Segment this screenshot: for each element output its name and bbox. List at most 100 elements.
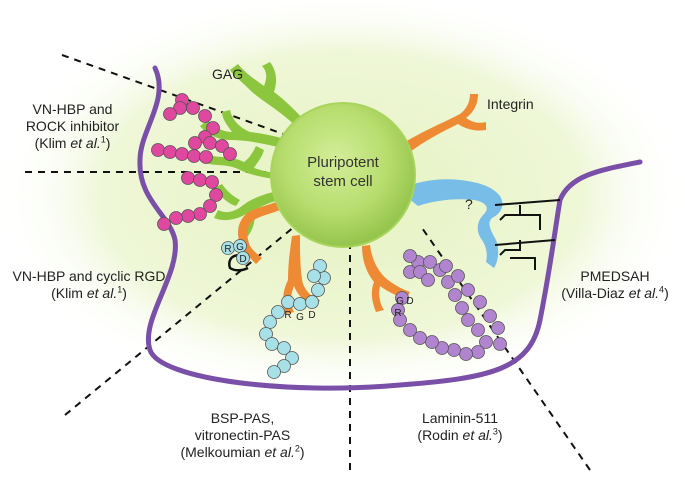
rgd-bead: [263, 315, 277, 329]
rgd-letter: G: [296, 312, 304, 323]
rgd-letter: R: [224, 244, 231, 255]
vn-hbp-bead: [193, 173, 207, 187]
laminin-bead: [413, 331, 427, 345]
cell-label-line1: Pluripotent: [307, 154, 379, 171]
vn-hbp-bead: [181, 171, 195, 185]
laminin-bead: [493, 337, 507, 351]
laminin-bead: [471, 345, 485, 359]
laminin-cite: (Rodin et al.3): [417, 426, 503, 443]
rgd-bead: [305, 295, 319, 309]
laminin-bead: [471, 323, 485, 337]
question-mark-label: ?: [465, 196, 473, 212]
bsp-line1: BSP-PAS,: [210, 410, 275, 426]
rgd-bead: [307, 269, 321, 283]
vn-hbp-bead: [206, 121, 220, 135]
vn-hbp-bead: [187, 149, 201, 163]
rgd-letter: R: [394, 308, 401, 319]
vn-hbp-bead: [205, 175, 219, 189]
rgd-letter: R: [284, 310, 291, 321]
vnhbp-rock-line1: VN-HBP and: [32, 101, 113, 117]
laminin-bead: [473, 295, 487, 309]
vn-hbp-bead: [151, 143, 165, 157]
vn-hbp-bead: [175, 147, 189, 161]
laminin-bead: [439, 259, 453, 273]
laminin-bead: [483, 309, 497, 323]
bead-chains: [151, 93, 507, 379]
pmedsah-polymer: [494, 199, 561, 270]
laminin-bead: [441, 275, 455, 289]
rgd-letter: D: [406, 296, 413, 307]
pmedsah-line1: PMEDSAH: [580, 268, 650, 284]
laminin-bead: [459, 347, 473, 361]
laminin-bead: [447, 343, 461, 357]
bsp-cite: (Melkoumian et al.2): [180, 443, 305, 460]
vn-hbp-bead: [157, 217, 171, 231]
cell-label: Pluripotent stem cell: [283, 153, 403, 191]
vn-hbp-bead: [181, 209, 195, 223]
rgd-bead: [259, 327, 273, 341]
cell-label-line2: stem cell: [313, 173, 373, 190]
vn-hbp-bead: [193, 207, 207, 221]
vn-hbp-bead: [173, 101, 187, 115]
vn-hbp-bead: [198, 109, 212, 123]
laminin-bead: [423, 255, 437, 269]
rgd-bead: [265, 337, 279, 351]
vn-hbp-bead: [188, 136, 202, 150]
rgd-bead: [311, 283, 325, 297]
laminin-bead: [425, 335, 439, 349]
vnhbp-rgd-cite: (Klim et al.1): [51, 284, 127, 301]
laminin-label: Laminin-511 (Rodin et al.3): [395, 410, 525, 444]
rgd-bead: [277, 359, 291, 373]
vn-hbp-bead: [209, 188, 223, 202]
vn-hbp-bead: [223, 147, 237, 161]
vn-hbp-bead: [203, 136, 217, 150]
divider-bottom-left: [64, 221, 301, 416]
rgd-linker: [228, 253, 249, 272]
laminin-bead: [435, 341, 449, 355]
integrin-label: Integrin: [487, 96, 534, 112]
bsp-line2: vitronectin-PAS: [194, 427, 291, 443]
rgd-bead: [267, 365, 281, 379]
laminin-bead: [479, 335, 493, 349]
vn-hbp-bead: [186, 101, 200, 115]
rgd-letter: D: [239, 254, 246, 265]
laminin-bead: [455, 301, 469, 315]
vnhbp-rock-line2: ROCK inhibitor: [25, 118, 120, 134]
vnhbp-rgd-label: VN-HBP and cyclic RGD (Klim et al.1): [4, 268, 174, 302]
vn-hbp-bead: [169, 211, 183, 225]
laminin-bead: [393, 313, 407, 327]
divider-top-left: [61, 54, 301, 141]
vnhbp-rock-label: VN-HBP and ROCK inhibitor (Klim et al.1): [10, 101, 135, 152]
unknown-receptor: [398, 179, 503, 268]
pmedsah-cite: (Villa-Diaz et al.4): [561, 284, 669, 301]
laminin-bead: [403, 249, 417, 263]
rgd-bead: [236, 251, 250, 265]
rgd-letter: G: [236, 242, 244, 253]
rgd-bead: [293, 297, 307, 311]
laminin-bead: [448, 288, 462, 302]
rgd-letter: D: [308, 310, 315, 321]
pluripotent-stem-cell: [270, 102, 416, 248]
vnhbp-rock-cite: (Klim et al.1): [34, 134, 111, 151]
gag-label: GAG: [212, 66, 244, 82]
vn-hbp-bead: [199, 150, 213, 164]
substrate-membrane: [137, 65, 643, 391]
vnhbp-rgd-line1: VN-HBP and cyclic RGD: [12, 268, 166, 284]
rgd-bead: [281, 295, 295, 309]
vn-hbp-bead: [163, 145, 177, 159]
vn-hbp-bead: [163, 107, 177, 121]
laminin-bead: [461, 283, 475, 297]
rgd-bead: [271, 305, 285, 319]
vn-hbp-bead: [203, 199, 217, 213]
laminin-bead: [421, 273, 435, 287]
bsp-pas-label: BSP-PAS, vitronectin-PAS (Melkoumian et …: [160, 410, 325, 461]
laminin-bead: [491, 321, 505, 335]
rgd-bead: [313, 259, 327, 273]
pmedsah-label: PMEDSAH (Villa-Diaz et al.4): [548, 268, 682, 302]
laminin-line1: Laminin-511: [421, 410, 498, 426]
laminin-bead: [461, 313, 475, 327]
rgd-bead: [277, 341, 291, 355]
rgd-letter: G: [396, 296, 404, 307]
